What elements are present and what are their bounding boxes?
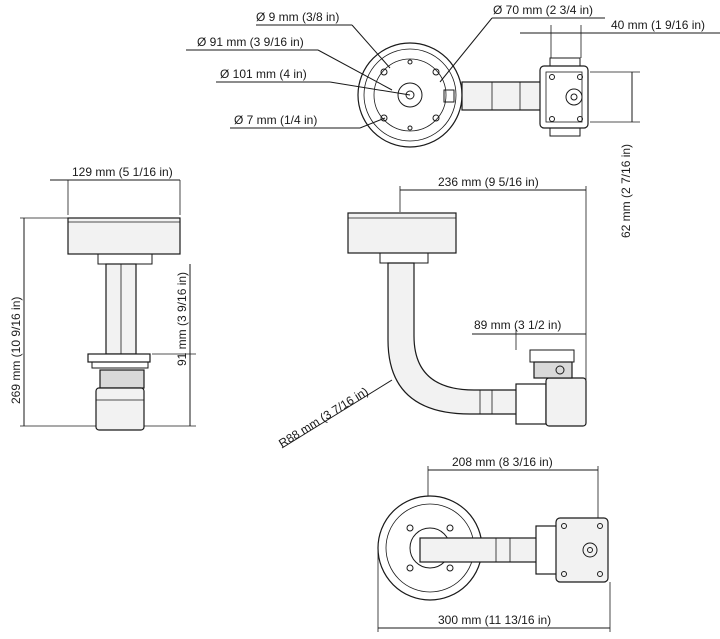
dim-91mm-label: Ø 91 mm (3 9/16 in): [197, 35, 304, 49]
dim-236mm-label: 236 mm (9 5/16 in): [438, 175, 539, 189]
dim-r88-label: R88 mm (3 7/16 in): [276, 384, 371, 450]
dim-300mm-label: 300 mm (11 13/16 in): [438, 613, 551, 627]
front-view: [20, 179, 196, 431]
dim-89mm-label: 89 mm (3 1/2 in): [474, 318, 561, 332]
bottom-view: [377, 466, 611, 632]
dim-101mm-label: Ø 101 mm (4 in): [220, 67, 307, 81]
dim-40mm-label: 40 mm (1 9/16 in): [611, 18, 705, 32]
dim-70mm-label: Ø 70 mm (2 3/4 in): [493, 3, 593, 17]
dim-7mm-label: Ø 7 mm (1/4 in): [234, 113, 317, 127]
side-view: [281, 186, 587, 449]
dim-208mm-label: 208 mm (8 3/16 in): [452, 455, 553, 469]
dim-129mm-label: 129 mm (5 1/16 in): [72, 165, 173, 179]
top-view: [186, 17, 720, 148]
dim-62mm-label: 62 mm (2 7/16 in): [619, 144, 633, 238]
dim-91mm-vert-label: 91 mm (3 9/16 in): [175, 272, 189, 366]
dim-9mm-label: Ø 9 mm (3/8 in): [256, 10, 339, 24]
dim-269mm-label: 269 mm (10 9/16 in): [9, 297, 23, 404]
